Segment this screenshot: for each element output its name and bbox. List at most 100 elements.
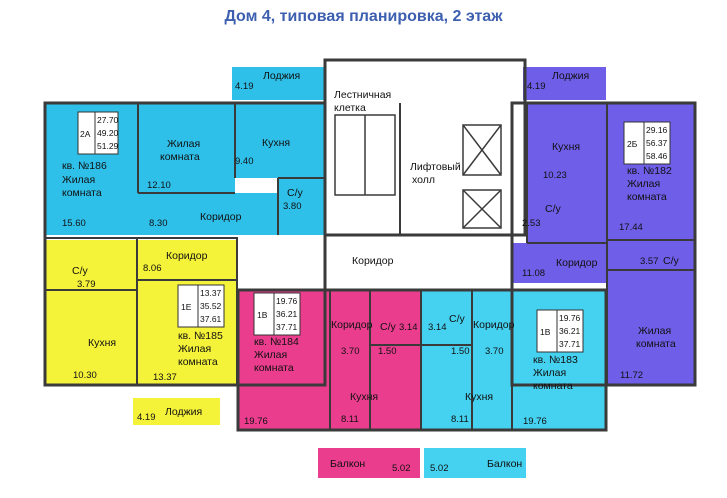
apt186-living2-1: Жилая	[167, 138, 200, 150]
lift-1	[462, 124, 502, 176]
apt186-area-3: 51.29	[97, 141, 119, 151]
inner-walls	[45, 103, 695, 430]
common-corridor-label: Коридор	[352, 255, 394, 267]
apt186-kitchen: Кухня	[262, 137, 290, 149]
apt184-balcony: Балкон	[330, 458, 365, 470]
apt186-room2[interactable]	[138, 103, 235, 193]
apt183-type: 1В	[540, 327, 551, 337]
apt182-loggia: Лоджия	[552, 70, 589, 82]
apt183-hall-area: 1.50	[451, 346, 470, 357]
apt185-area-2: 35.52	[200, 301, 222, 311]
apartment-182[interactable]	[512, 67, 695, 385]
apt182-bath1-area: 2.53	[522, 218, 541, 229]
apt182-living2-2: комната	[636, 338, 676, 350]
apt182-loggia[interactable]	[523, 67, 606, 100]
apt182-info-box	[623, 121, 671, 165]
apt183-corridor-area: 3.70	[485, 346, 504, 357]
apt186-kitchen[interactable]	[235, 103, 325, 178]
apt182-corridor[interactable]	[512, 243, 607, 283]
stair-label-1: Лестничная	[334, 89, 391, 101]
apt185-type: 1Е	[181, 302, 192, 312]
wall-outline-left	[43, 101, 327, 387]
stair-label-2: клетка	[334, 102, 366, 114]
apt186-area-2: 49.20	[97, 128, 119, 138]
apt185-corridor: Коридор	[166, 250, 208, 262]
apt183-bath-area: 3.14	[428, 322, 447, 333]
apt183-balcony: Балкон	[487, 458, 522, 470]
apt182-number: кв. №182	[627, 165, 672, 177]
apt184-room-area: 19.76	[244, 416, 268, 427]
apt184-corridor[interactable]	[330, 290, 370, 430]
apt184-hall-area: 1.50	[378, 346, 397, 357]
apt185-kitchen: Кухня	[88, 337, 116, 349]
apt185-corridor[interactable]	[137, 240, 237, 280]
apt186-loggia-area: 4.19	[235, 81, 254, 92]
apt186-number: кв. №186	[62, 160, 107, 172]
apartment-185[interactable]	[45, 240, 237, 425]
apt186-bath[interactable]	[278, 178, 325, 235]
apt185-corridor-area: 8.06	[143, 263, 162, 274]
lift-hall-label-1: Лифтовый	[410, 161, 461, 173]
apt183-balcony[interactable]	[424, 448, 526, 478]
apt186-type: 2А	[80, 129, 91, 139]
apt185-bath[interactable]	[45, 240, 137, 290]
apt185-living-2: комната	[178, 356, 218, 368]
apt182-bath2: С/у	[663, 255, 680, 267]
apt184-type: 1В	[257, 310, 268, 320]
apt182-corridor: Коридор	[556, 257, 598, 269]
apt186-living2-2: комната	[160, 151, 200, 163]
apt184-area-3: 37.71	[276, 322, 298, 332]
apt182-loggia-area: 4.19	[527, 81, 546, 92]
apt185-living-1: Жилая	[178, 343, 211, 355]
apt184-area-2: 36.21	[276, 309, 298, 319]
apt186-area-1: 27.70	[97, 115, 119, 125]
wall-outline-right	[510, 101, 697, 387]
apt183-number: кв. №183	[533, 354, 578, 366]
apt182-kitchen: Кухня	[552, 141, 580, 153]
apt186-loggia: Лоджия	[263, 70, 300, 82]
apt183-info-box	[536, 309, 584, 353]
apt182-area-1: 29.16	[646, 125, 668, 135]
lift-2	[462, 189, 502, 229]
apt186-corridor-area[interactable]	[138, 193, 278, 235]
apt186-living-2: комната	[62, 187, 102, 199]
apt182-type: 2Б	[627, 139, 638, 149]
apt184-corridor: Коридор	[331, 319, 373, 331]
apt185-loggia-area: 4.19	[137, 412, 156, 423]
apt182-living-1: Жилая	[627, 178, 660, 190]
lift-2-x2	[462, 189, 502, 229]
apt182-kitchen-area: 10.23	[543, 170, 567, 181]
apt184-number: кв. №184	[254, 336, 299, 348]
apt183-corridor[interactable]	[472, 290, 512, 430]
apt185-kitchen[interactable]	[45, 290, 137, 385]
apt184-wet-zone[interactable]	[370, 290, 420, 430]
apt183-area-1: 19.76	[559, 313, 581, 323]
apt184-kitchen-area: 8.11	[341, 414, 359, 425]
apt182-kitchen[interactable]	[527, 103, 607, 243]
apt183-kitchen: Кухня	[465, 391, 493, 403]
apt183-balcony-area: 5.02	[430, 463, 449, 474]
apt185-bath-area: 3.79	[77, 279, 96, 290]
apt185-loggia: Лоджия	[165, 406, 202, 418]
apt186-corridor-area: 8.30	[149, 218, 168, 229]
apt183-kitchen-area: 8.11	[451, 414, 469, 425]
apt182-room2[interactable]	[607, 270, 695, 385]
apt186-room1-area: 15.60	[62, 218, 86, 229]
apartment-186[interactable]	[45, 67, 325, 235]
apt184-balcony-area: 5.02	[392, 463, 411, 474]
apt183-wet-zone[interactable]	[422, 290, 472, 430]
apt182-living2-1: Жилая	[638, 325, 671, 337]
apt185-area-1: 13.37	[200, 288, 222, 298]
apt186-info-box	[77, 111, 119, 155]
apt186-loggia[interactable]	[232, 67, 325, 100]
apt182-corridor-area: 11.08	[522, 268, 545, 279]
lift-1-x2	[462, 124, 502, 176]
apt182-bath2[interactable]	[607, 240, 695, 270]
apt183-living-2: комната	[533, 380, 573, 392]
apt184-info-box	[253, 292, 301, 336]
apt184-balcony[interactable]	[318, 448, 420, 478]
apt185-loggia[interactable]	[133, 398, 220, 425]
apt186-room2-area: 12.10	[147, 180, 171, 191]
apt185-info-box	[177, 284, 225, 328]
